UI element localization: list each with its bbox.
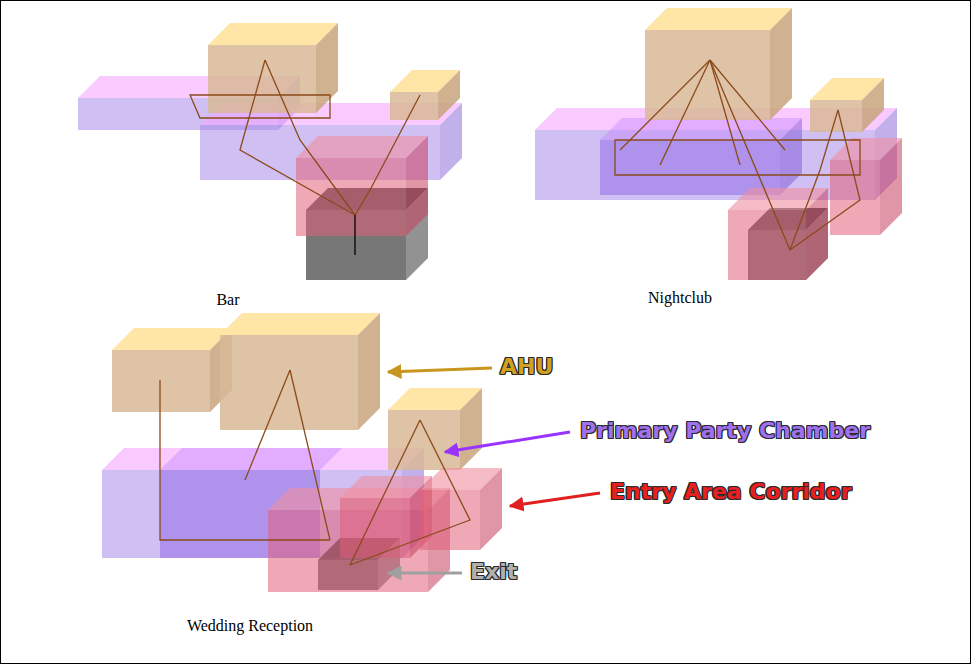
corridor-face [340, 498, 410, 558]
chamber-face [102, 448, 424, 470]
chamber-face [600, 118, 802, 140]
leader-arrow [445, 432, 570, 452]
caption: Nightclub [648, 288, 712, 307]
ahu-face [316, 23, 338, 113]
bar-model [78, 23, 462, 280]
duct-line [710, 60, 785, 150]
corridor-face [406, 136, 428, 236]
corridor-face [296, 136, 428, 158]
duct-line [354, 215, 355, 255]
ahu-face [208, 23, 338, 45]
duct-line [620, 60, 710, 150]
corridor-face [296, 158, 406, 236]
callout-label: Exit [470, 559, 517, 585]
ahu-face [208, 45, 316, 113]
duct-line [265, 60, 355, 215]
ahu-face [388, 410, 460, 470]
duct-line [355, 95, 420, 215]
chamber-face [780, 118, 802, 195]
corridor-face [480, 468, 502, 550]
chamber-face [600, 140, 780, 195]
ahu-face [770, 8, 792, 120]
leader-arrow [510, 493, 600, 506]
corridor-face [728, 210, 806, 280]
nightclub-model [535, 8, 902, 280]
ahu-face [862, 78, 884, 132]
corridor-face [420, 490, 480, 550]
duct-line [790, 110, 838, 250]
ahu-face [645, 8, 792, 30]
chamber-face [160, 470, 240, 558]
leader-arrow [388, 572, 462, 575]
ahu-face [438, 70, 460, 120]
corridor-face [830, 160, 880, 235]
corridor-face [806, 188, 828, 280]
duct-line [290, 370, 330, 540]
duct-line [240, 60, 355, 215]
duct-line [350, 420, 470, 565]
ahu-face [460, 388, 482, 470]
caption: Bar [216, 290, 239, 309]
wedding-model [102, 313, 502, 592]
duct-line [710, 60, 740, 165]
corridor-face [880, 138, 902, 235]
leader-arrow [388, 368, 492, 372]
duct-line [245, 370, 290, 480]
duct-line [160, 380, 330, 540]
caption: Wedding Reception [187, 616, 313, 635]
ahu-face [220, 335, 358, 430]
ahu-face [112, 350, 210, 412]
callout-label: Primary Party Chamber [580, 418, 870, 444]
ahu-face [358, 313, 380, 430]
callout-label: Entry Area Corridor [610, 479, 852, 505]
duct-line [790, 110, 860, 250]
duct-line [660, 60, 710, 165]
callout-label: AHU [500, 354, 553, 380]
duct-line [190, 95, 330, 118]
ahu-face [220, 313, 380, 335]
chamber-face [240, 448, 342, 470]
duct-line [710, 60, 790, 250]
